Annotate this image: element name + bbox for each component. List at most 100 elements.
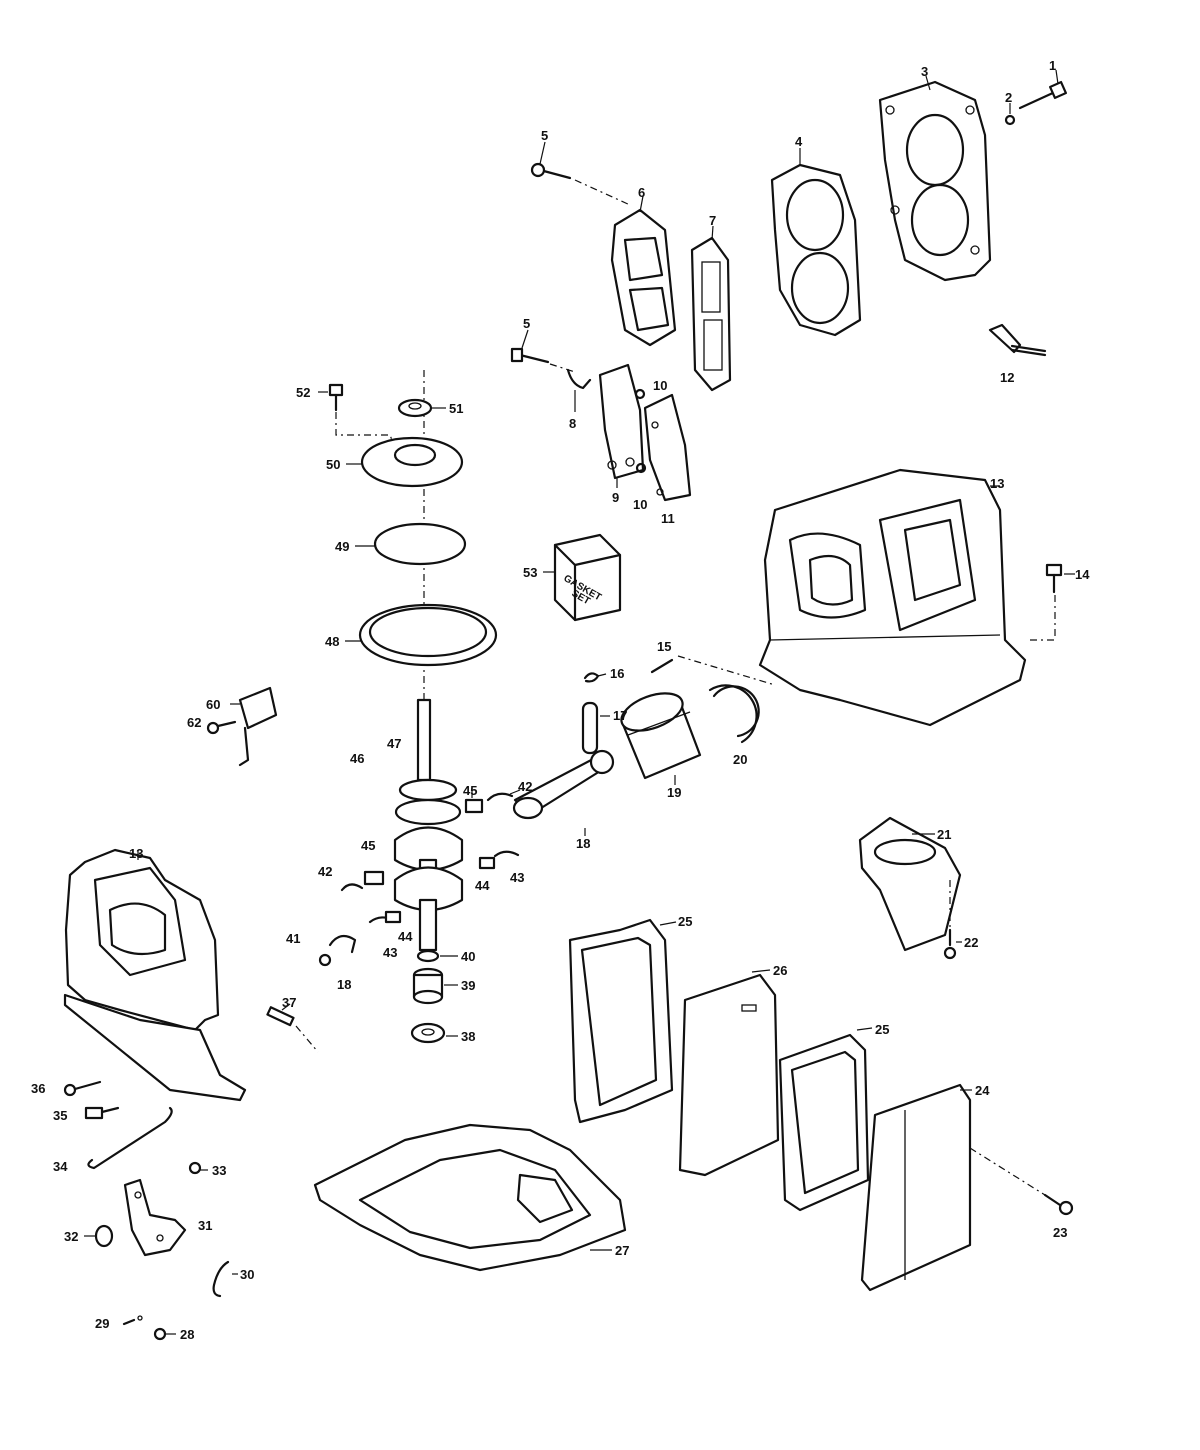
part-53-gasket-set: GASKET SET xyxy=(543,533,622,622)
callout-43-upper: 43 xyxy=(510,870,524,885)
callout-20: 20 xyxy=(733,752,747,767)
part-5-bolt-upper xyxy=(530,141,631,206)
callout-25-a: 25 xyxy=(678,914,692,929)
part-9-reed-stop xyxy=(598,363,645,488)
callout-35: 35 xyxy=(53,1108,67,1123)
part-27-base-gasket xyxy=(313,1123,627,1272)
part-47-crankshaft xyxy=(416,370,432,782)
callout-22: 22 xyxy=(964,935,978,950)
callout-31: 31 xyxy=(198,1218,212,1233)
part-13-crankcase-left xyxy=(63,848,247,1102)
part-49-gasket xyxy=(355,522,467,566)
part-25-gasket-b xyxy=(778,1027,873,1212)
callout-47: 47 xyxy=(387,736,401,751)
part-7-reed-gasket xyxy=(690,225,732,392)
part-15-pin xyxy=(650,655,776,686)
callout-46: 46 xyxy=(350,751,364,766)
callout-4: 4 xyxy=(795,134,803,149)
part-36-screw xyxy=(63,1080,102,1097)
part-48-gasket xyxy=(345,603,498,667)
callout-53: 53 xyxy=(523,565,537,580)
part-38-seal xyxy=(410,1022,458,1044)
part-35-fitting xyxy=(84,1106,120,1120)
part-20-piston-ring xyxy=(708,684,760,744)
part-41-screw xyxy=(318,934,357,967)
callout-32: 32 xyxy=(64,1229,78,1244)
part-51-seal xyxy=(397,398,446,418)
part-42-bearing-upper xyxy=(486,789,521,802)
part-13-block-right xyxy=(758,468,1056,727)
part-45-bearing-lower xyxy=(363,870,385,886)
callout-44-upper: 44 xyxy=(475,878,490,893)
part-8-clip xyxy=(566,368,592,412)
part-1-bolt xyxy=(1018,69,1068,110)
part-5-screw-lower xyxy=(510,329,576,373)
part-23-screw xyxy=(969,1147,1074,1216)
part-32-bushing xyxy=(84,1224,114,1248)
callout-17: 17 xyxy=(613,708,627,723)
callout-6: 6 xyxy=(638,185,645,200)
callout-1: 1 xyxy=(1049,58,1056,73)
callout-21: 21 xyxy=(937,827,951,842)
part-24-cover-plate xyxy=(860,1083,972,1292)
callout-13-right: 13 xyxy=(990,476,1004,491)
callout-43-lower: 43 xyxy=(383,945,397,960)
part-60-bracket xyxy=(230,686,278,767)
callout-41: 41 xyxy=(286,931,300,946)
callout-37: 37 xyxy=(282,995,296,1010)
callout-33: 33 xyxy=(212,1163,226,1178)
part-42-bearing-lower xyxy=(340,883,364,892)
part-26-plate xyxy=(678,969,780,1177)
part-37-pin xyxy=(266,1003,319,1053)
callout-44-lower: 44 xyxy=(398,929,413,944)
part-31-lever-bracket xyxy=(123,1178,187,1257)
callout-62: 62 xyxy=(187,715,201,730)
callout-5-upper: 5 xyxy=(541,128,548,143)
part-45-bearing-upper xyxy=(464,788,484,814)
part-16-clip xyxy=(583,672,607,683)
callout-15: 15 xyxy=(657,639,671,654)
part-4-head-gasket xyxy=(770,148,862,337)
callout-18-rod: 18 xyxy=(576,836,590,851)
callout-27: 27 xyxy=(615,1243,629,1258)
callout-19: 19 xyxy=(667,785,681,800)
callout-29: 29 xyxy=(95,1316,109,1331)
callout-23: 23 xyxy=(1053,1225,1067,1240)
callout-40: 40 xyxy=(461,949,475,964)
part-11-reed-valve xyxy=(643,393,692,502)
callout-42-lower: 42 xyxy=(318,864,332,879)
part-6-reed-plate xyxy=(610,195,677,347)
callout-8: 8 xyxy=(569,416,576,431)
part-50-bearing-housing xyxy=(346,436,464,488)
part-17-wrist-pin xyxy=(581,701,610,755)
callout-30: 30 xyxy=(240,1267,254,1282)
callout-7: 7 xyxy=(709,213,716,228)
part-33-screw xyxy=(188,1161,208,1175)
callout-34: 34 xyxy=(53,1159,68,1174)
part-46-crank-assembly xyxy=(393,778,464,952)
part-52-screw xyxy=(318,383,396,449)
callout-12: 12 xyxy=(1000,370,1014,385)
callout-3: 3 xyxy=(921,64,928,79)
callout-18-cap: 18 xyxy=(337,977,351,992)
callout-39: 39 xyxy=(461,978,475,993)
callout-51: 51 xyxy=(449,401,463,416)
callout-11: 11 xyxy=(661,511,675,526)
callout-10-lower: 10 xyxy=(633,497,647,512)
part-21-cover xyxy=(858,816,962,952)
part-44-bearing xyxy=(384,856,496,924)
part-18-connecting-rod xyxy=(512,749,615,836)
part-29-pin xyxy=(122,1315,143,1326)
callout-42-upper: 42 xyxy=(518,779,532,794)
callout-9: 9 xyxy=(612,490,619,505)
part-34-link-rod xyxy=(87,1106,173,1170)
part-28-nut xyxy=(153,1327,176,1341)
part-62-screw xyxy=(206,720,237,735)
callout-5-lower: 5 xyxy=(523,316,530,331)
callout-36: 36 xyxy=(31,1081,45,1096)
callout-28: 28 xyxy=(180,1327,194,1342)
part-25-gasket-a xyxy=(568,918,677,1124)
callout-49: 49 xyxy=(335,539,349,554)
part-22-screw xyxy=(943,880,962,960)
